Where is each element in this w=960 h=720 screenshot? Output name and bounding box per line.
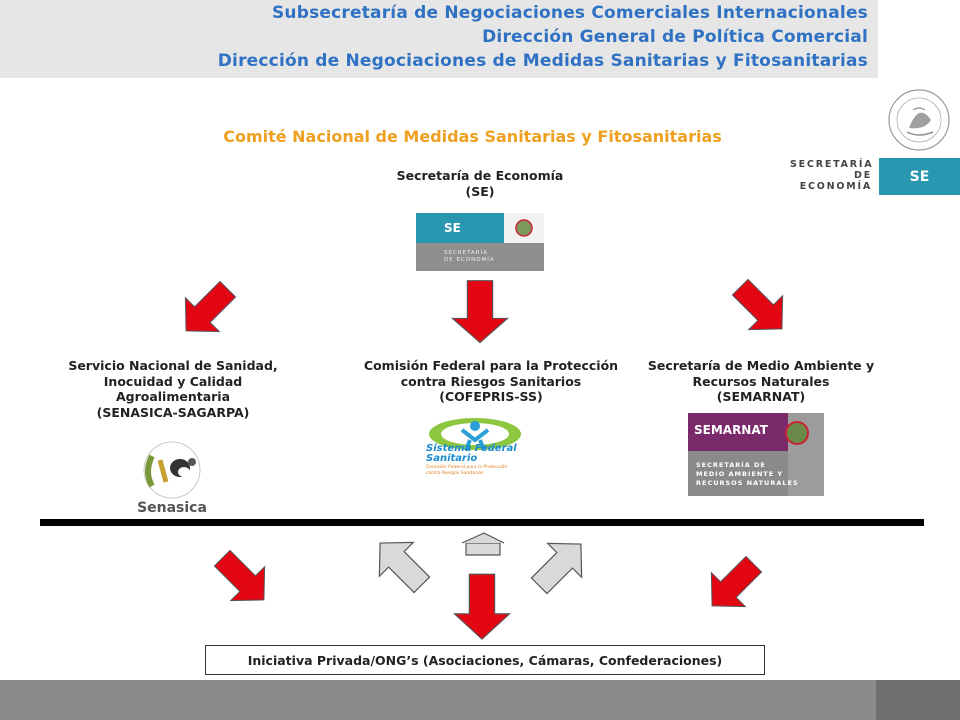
node-se-label: Secretaría de Economía (SE): [396, 168, 564, 199]
arrow-se-to-semarnat-icon: [722, 269, 800, 347]
senasica-emblem-icon: [143, 441, 201, 499]
node-cofepris-label: Comisión Federal para la Protección cont…: [363, 358, 619, 404]
brand-abbr-block: SE: [879, 158, 960, 195]
divider-bar: [40, 519, 924, 526]
cofepris-emblem-icon: [429, 418, 521, 451]
mexico-seal-icon: [879, 80, 960, 156]
se-logo: SE SECRETARÍA DE ECONOMÍA: [416, 213, 544, 271]
footer-corner: [876, 680, 960, 720]
header-banner: Subsecretaría de Negociaciones Comercial…: [0, 0, 878, 78]
header-line-3: Dirección de Negociaciones de Medidas Sa…: [217, 51, 868, 71]
semarnat-logo: SEMARNAT SECRETARÍA DE MEDIO AMBIENTE Y …: [688, 413, 824, 496]
arrow-down-left-icon: [204, 540, 282, 618]
brand-name: SECRETARÍA DE ECONOMÍA: [790, 159, 874, 192]
seal-icon: [784, 419, 810, 447]
arrow-up-left-icon: [362, 525, 440, 603]
node-semarnat-label: Secretaría de Medio Ambiente y Recursos …: [647, 358, 875, 404]
node-senasica-label: Servicio Nacional de Sanidad, Inocuidad …: [68, 358, 278, 420]
arrow-down-center-icon: [453, 573, 511, 640]
cofepris-logo: Sistema Federal Sanitario Comisión Feder…: [418, 416, 533, 478]
header-line-1: Subsecretaría de Negociaciones Comercial…: [271, 3, 868, 23]
header-line-2: Dirección General de Política Comercial: [482, 27, 868, 47]
seal-icon: [514, 217, 534, 239]
footer-bar: [0, 680, 876, 720]
senasica-logo: Senasica: [130, 438, 214, 518]
diagram-title: Comité Nacional de Medidas Sanitarias y …: [223, 127, 722, 146]
arrow-down-right-icon: [694, 546, 772, 624]
arrow-up-center-icon: [461, 532, 505, 556]
private-sector-box: Iniciativa Privada/ONG’s (Asociaciones, …: [205, 645, 765, 675]
arrow-up-right-icon: [521, 526, 599, 604]
arrow-se-to-senasica-icon: [168, 271, 246, 349]
arrow-se-to-cofepris-icon: [451, 280, 509, 344]
